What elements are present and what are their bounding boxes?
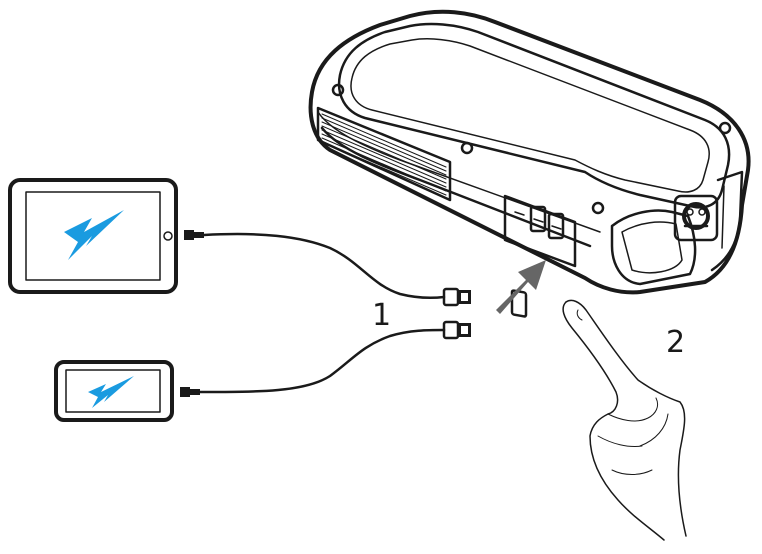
step-label-2: 2 — [666, 325, 685, 360]
clamp-socket[interactable] — [673, 194, 719, 242]
phone-device — [54, 360, 174, 422]
usb-port[interactable] — [547, 212, 565, 240]
power-bank — [308, 9, 751, 318]
screw-icon — [331, 83, 345, 97]
screw-icon — [460, 141, 474, 155]
usb-port-panel[interactable] — [503, 194, 577, 318]
lightning-bolt-icon — [88, 376, 134, 408]
arrow-up-right-icon — [496, 260, 546, 314]
lightning-bolt-icon — [64, 210, 124, 260]
usb-cable-tablet — [184, 230, 471, 307]
screw-icon — [718, 121, 732, 135]
screw-icon — [591, 201, 605, 215]
usb-port[interactable] — [529, 205, 547, 233]
usb-cable-phone — [180, 320, 471, 397]
tablet-device — [8, 178, 178, 294]
pointing-hand-icon — [562, 299, 687, 541]
step-label-1: 1 — [372, 298, 391, 333]
vent-grille — [316, 106, 452, 202]
